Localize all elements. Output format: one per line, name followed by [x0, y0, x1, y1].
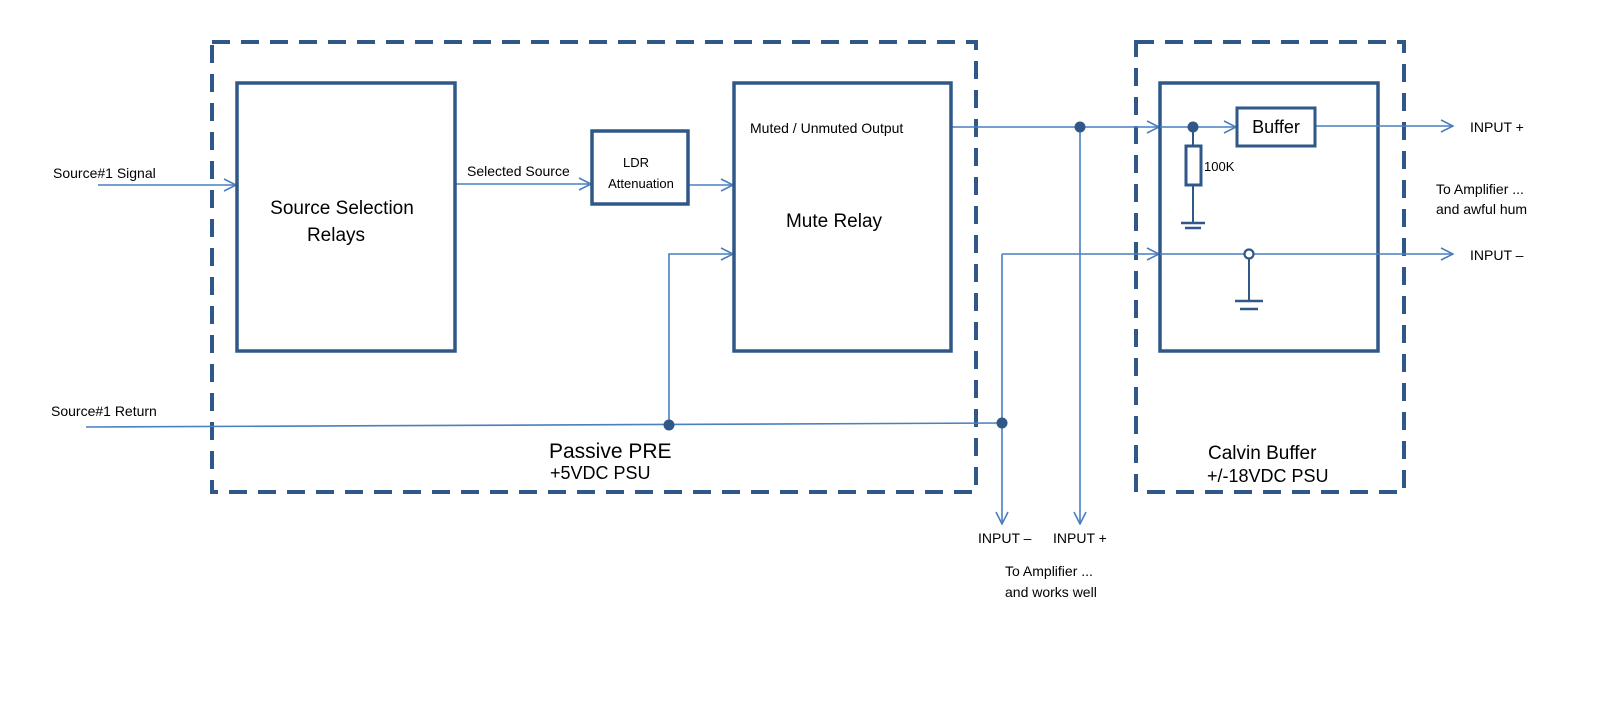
calvin-buffer-psu: +/-18VDC PSU — [1207, 466, 1329, 486]
ldr-box — [590, 129, 690, 206]
passive-pre-psu: +5VDC PSU — [550, 463, 651, 483]
amp-bottom-line1: To Amplifier ... — [1005, 563, 1093, 579]
source-selection-title-line2: Relays — [307, 225, 365, 246]
junction-dot-return-right — [996, 417, 1008, 429]
amp-bottom-line2: and works well — [1005, 584, 1097, 600]
junction-dot-output — [1074, 121, 1086, 133]
buffer-box — [1235, 106, 1317, 148]
ldr-label-line1: LDR — [623, 155, 649, 170]
source-return-wire — [85, 422, 1003, 428]
passive-pre-enclosure — [210, 40, 978, 494]
junction-dot-buffer-input — [1187, 121, 1199, 133]
input-minus-right-label: INPUT – — [1470, 247, 1524, 263]
source-selection-title-line1: Source Selection — [270, 198, 414, 219]
mute-relay-title: Mute Relay — [786, 211, 883, 232]
amp-right-line2: and awful hum — [1436, 201, 1527, 217]
passive-pre-title: Passive PRE — [549, 440, 672, 463]
source-return-label: Source#1 Return — [51, 403, 157, 419]
source-selection-box — [235, 81, 457, 353]
input-minus-bottom-label: INPUT – — [978, 530, 1032, 546]
ldr-label-line2: Attenuation — [608, 176, 674, 191]
resistor-100k — [1184, 144, 1203, 187]
junction-ring-ground — [1243, 248, 1255, 260]
input-plus-bottom-label: INPUT + — [1053, 530, 1107, 546]
input-plus-right-label: INPUT + — [1470, 119, 1524, 135]
calvin-buffer-title: Calvin Buffer — [1208, 443, 1317, 464]
amp-right-line1: To Amplifier ... — [1436, 181, 1524, 197]
muted-output-label: Muted / Unmuted Output — [750, 120, 903, 136]
calvin-buffer-enclosure — [1134, 40, 1406, 494]
source-signal-label: Source#1 Signal — [53, 165, 156, 181]
junction-dot-return — [663, 419, 675, 431]
selected-source-label: Selected Source — [467, 163, 570, 179]
mute-control-wire — [668, 254, 733, 425]
buffer-label: Buffer — [1252, 117, 1300, 137]
mute-relay-box — [732, 81, 953, 353]
resistor-label: 100K — [1204, 159, 1235, 174]
